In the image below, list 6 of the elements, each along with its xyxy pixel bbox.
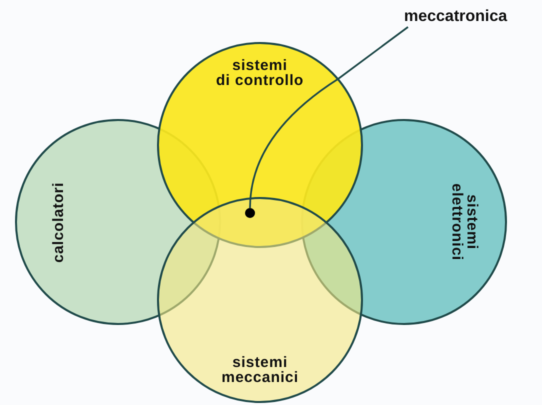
leader-line [249,26,409,208]
circle-label: sistemi elettronici [449,183,480,261]
callout-label: meccatronica [404,8,508,26]
circle-label: calcolatori [50,182,66,262]
circle-label: sistemi meccanici [222,355,299,385]
circle-label: sistemi di controllo [216,58,304,88]
